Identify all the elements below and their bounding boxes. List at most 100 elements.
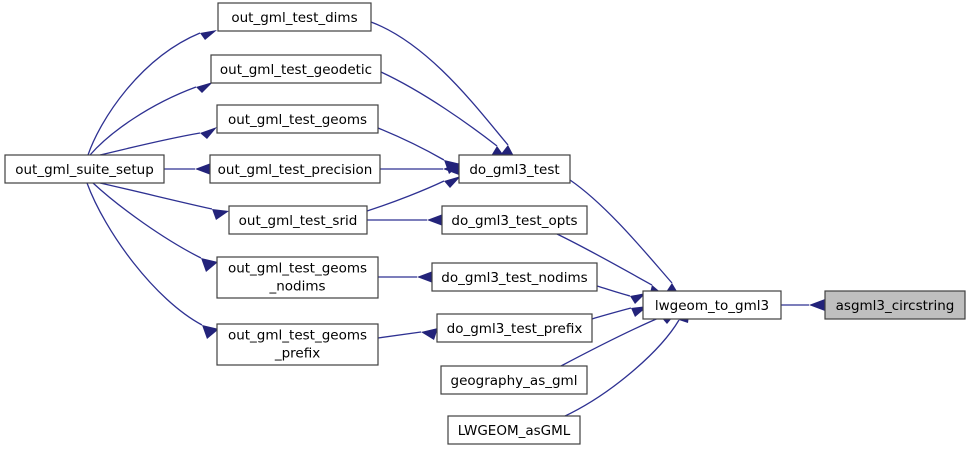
arrowhead-icon	[809, 299, 825, 311]
arrowhead-icon	[202, 325, 219, 339]
node-label: out_gml_suite_setup	[15, 162, 154, 178]
arrowhead-icon	[630, 293, 646, 304]
edge-out_gml_test_precision-to-do_gml3_test	[380, 163, 459, 175]
edge-do_gml3_test_nodims-to-lwgeom_to_gml3	[596, 285, 646, 304]
node-box[interactable]	[642, 290, 782, 320]
node-box[interactable]	[447, 415, 581, 445]
node-box[interactable]	[209, 154, 381, 184]
edge-line	[596, 285, 631, 297]
arrowhead-icon	[444, 176, 461, 188]
arrowhead-icon	[200, 30, 217, 40]
edge-line	[560, 316, 662, 367]
edge-line	[591, 307, 632, 320]
edges-layer	[86, 21, 825, 418]
node-LWGEOM_asGML[interactable]: LWGEOM_asGML	[447, 415, 581, 445]
edge-line	[377, 331, 422, 339]
arrowhead-icon	[427, 214, 443, 226]
node-do_gml3_test[interactable]: do_gml3_test	[458, 154, 571, 184]
node-label: do_gml3_test_nodims	[441, 270, 587, 286]
node-out_gml_test_geoms_nodims[interactable]: out_gml_test_geoms _nodims	[216, 256, 379, 299]
edge-out_gml_suite_setup-to-out_gml_test_dims	[87, 30, 217, 156]
node-box[interactable]	[431, 262, 598, 292]
edge-line	[377, 127, 445, 161]
node-do_gml3_test_opts[interactable]: do_gml3_test_opts	[441, 205, 588, 235]
node-label: do_gml3_test	[469, 162, 559, 178]
node-box[interactable]	[228, 205, 368, 235]
node-out_gml_test_geoms_prefix[interactable]: out_gml_test_geoms _prefix	[216, 323, 379, 366]
node-lwgeom_to_gml3[interactable]: lwgeom_to_gml3	[642, 290, 782, 320]
edge-out_gml_test_geodetic-to-do_gml3_test	[380, 71, 507, 160]
edge-line	[562, 319, 680, 418]
arrowhead-icon	[212, 209, 229, 220]
node-do_gml3_test_nodims[interactable]: do_gml3_test_nodims	[431, 262, 598, 292]
nodes-layer: out_gml_test_dims out_gml_test_geodeticou…	[4, 2, 966, 445]
edge-line	[370, 21, 509, 146]
edge-line	[556, 233, 653, 286]
node-label: geography_as_gml	[451, 373, 578, 389]
arrowhead-icon	[443, 163, 459, 175]
node-label: out_gml_test_dims	[231, 10, 357, 26]
edge-out_gml_test_srid-to-do_gml3_test_opts	[367, 214, 443, 226]
edge-out_gml_suite_setup-to-out_gml_test_precision	[164, 163, 211, 175]
node-label: out_gml_test_geodetic	[220, 62, 372, 78]
edge-out_gml_suite_setup-to-out_gml_test_geoms_nodims	[92, 182, 218, 272]
node-label: asgml3_circstring	[836, 298, 955, 314]
arrowhead-icon	[195, 163, 211, 175]
node-out_gml_test_srid[interactable]: out_gml_test_srid	[228, 205, 368, 235]
node-label: LWGEOM_asGML	[458, 423, 571, 439]
edge-line	[92, 182, 202, 259]
node-asgml3_circstring[interactable]: asgml3_circstring	[824, 290, 966, 320]
node-label: do_gml3_test_opts	[451, 213, 577, 229]
node-box[interactable]	[216, 104, 379, 134]
node-label: out_gml_test_precision	[218, 162, 373, 178]
arrowhead-icon	[201, 258, 218, 272]
edge-line	[380, 71, 498, 147]
edge-line	[366, 180, 445, 212]
arrowhead-icon	[421, 328, 438, 340]
edge-out_gml_test_geoms_prefix-to-do_gml3_test_prefix	[377, 328, 438, 340]
arrowhead-icon	[196, 82, 213, 93]
edge-lwgeom_to_gml3-to-asgml3_circstring	[781, 299, 825, 311]
edge-out_gml_test_geoms_nodims-to-do_gml3_test_nodims	[378, 271, 433, 283]
node-label: out_gml_test_geoms	[228, 328, 367, 344]
node-label-line2: _prefix	[274, 346, 320, 362]
edge-out_gml_suite_setup-to-out_gml_test_geodetic	[89, 82, 213, 156]
node-label: out_gml_test_geoms	[228, 261, 367, 277]
node-box[interactable]	[217, 2, 372, 32]
node-geography_as_gml[interactable]: geography_as_gml	[440, 365, 588, 395]
edge-out_gml_suite_setup-to-out_gml_test_srid	[99, 182, 229, 220]
node-label: lwgeom_to_gml3	[655, 298, 769, 314]
edge-out_gml_test_srid-to-do_gml3_test	[366, 176, 461, 212]
node-out_gml_test_geoms[interactable]: out_gml_test_geoms	[216, 104, 379, 134]
node-out_gml_suite_setup[interactable]: out_gml_suite_setup	[4, 154, 165, 184]
node-box[interactable]	[440, 365, 588, 395]
edge-line	[99, 132, 201, 156]
node-do_gml3_test_prefix[interactable]: do_gml3_test_prefix	[436, 313, 593, 343]
node-label-line2: _nodims	[268, 279, 325, 295]
node-box[interactable]	[436, 313, 593, 343]
edge-out_gml_suite_setup-to-out_gml_test_geoms	[99, 127, 217, 156]
node-label: out_gml_test_geoms	[228, 112, 367, 128]
edge-line	[569, 179, 673, 284]
node-box[interactable]	[824, 290, 966, 320]
node-box[interactable]	[4, 154, 165, 184]
arrowhead-icon	[417, 271, 433, 283]
edge-line	[87, 32, 201, 156]
edge-do_gml3_test_prefix-to-lwgeom_to_gml3	[591, 306, 648, 320]
node-out_gml_test_precision[interactable]: out_gml_test_precision	[209, 154, 381, 184]
edge-out_gml_test_dims-to-do_gml3_test	[370, 21, 516, 160]
node-box[interactable]	[441, 205, 588, 235]
node-label: do_gml3_test_prefix	[447, 321, 583, 337]
node-out_gml_test_dims[interactable]: out_gml_test_dims	[217, 2, 372, 32]
edge-line	[99, 182, 213, 210]
arrowhead-icon	[200, 127, 217, 139]
node-label: out_gml_test_srid	[239, 213, 358, 229]
node-box[interactable]	[216, 323, 379, 366]
node-box[interactable]	[458, 154, 571, 184]
edge-line	[86, 182, 203, 326]
node-box[interactable]	[216, 256, 379, 299]
edge-line	[89, 86, 197, 156]
node-box[interactable]	[210, 54, 382, 84]
node-out_gml_test_geodetic[interactable]: out_gml_test_geodetic	[210, 54, 382, 84]
